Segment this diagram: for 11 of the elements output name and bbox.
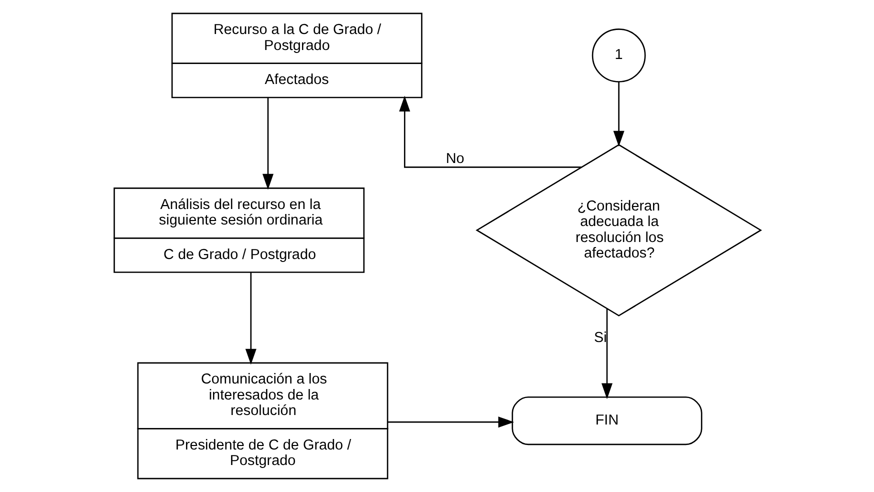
arrow <box>600 308 612 400</box>
arrow <box>244 272 256 365</box>
node-diamond: ¿Consideran adecuada la resolución los afectados? <box>475 144 762 316</box>
edge-label: Si <box>594 330 606 346</box>
node-circle: 1 <box>591 28 646 82</box>
arrow <box>262 98 274 190</box>
node-box: FIN <box>511 396 702 446</box>
arrow <box>612 82 624 147</box>
arrow <box>388 416 514 428</box>
edge-label: No <box>445 150 464 167</box>
arrow <box>398 96 582 168</box>
